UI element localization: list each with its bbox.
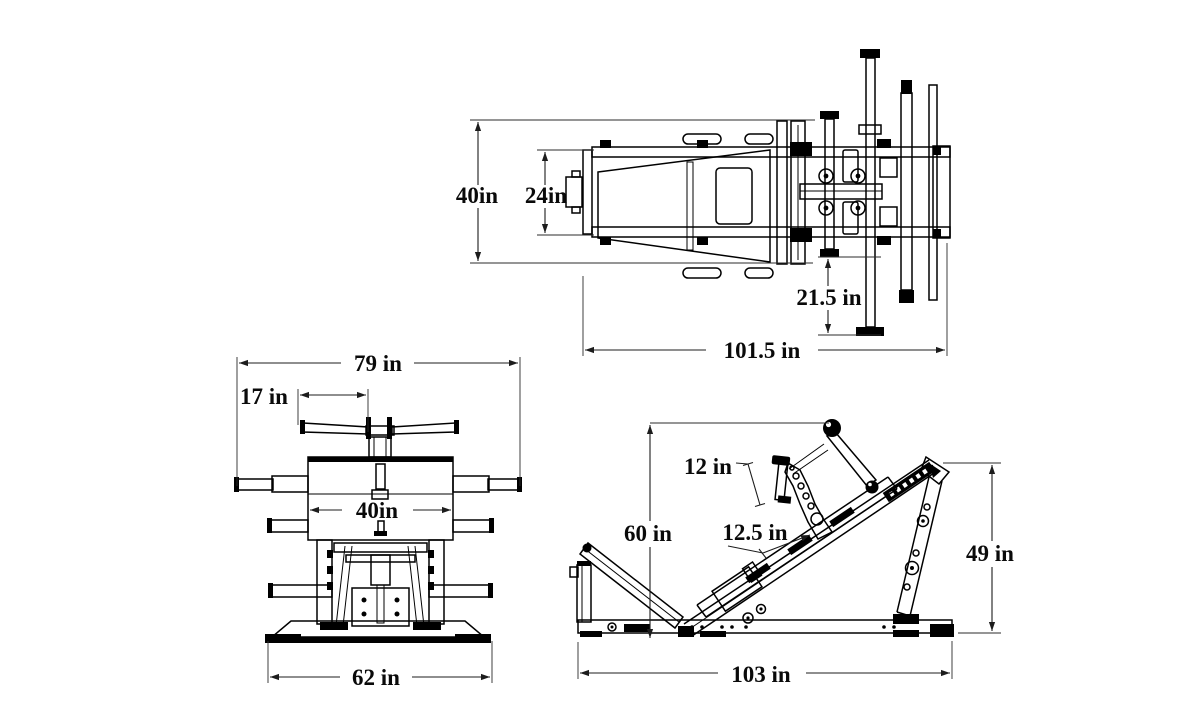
dim-label-side-handle-height: 60 in: [624, 521, 672, 546]
dim-label-side-pad-length: 12.5 in: [722, 520, 787, 545]
brand-label: [882, 461, 936, 503]
sled-carriage: [696, 476, 898, 624]
side-view-extension-lines: [577, 422, 1001, 679]
front-view-dimension-lines: [239, 359, 518, 681]
dim-label-front-overall-width: 79 in: [354, 351, 402, 376]
footplate-front: [307, 456, 454, 541]
dim-label-top-bar-extension: 21.5 in: [796, 285, 861, 310]
top-view-dimension-lines: [474, 122, 945, 354]
side-view-machine: [569, 419, 954, 637]
handlebar: [300, 417, 459, 439]
dim-label-front-footplate-width: 40in: [356, 498, 398, 523]
rear-support-strut: [893, 476, 943, 624]
front-view: 79 in 17 in 40in 62 in: [234, 351, 522, 690]
dim-label-top-overall-length: 101.5 in: [724, 338, 801, 363]
dim-label-front-handle-offset: 17 in: [240, 384, 288, 409]
dim-label-side-frame-height: 49 in: [966, 541, 1014, 566]
dim-label-side-overall-length: 103 in: [731, 662, 791, 687]
backrest-pad: [569, 541, 685, 630]
seat-pad: [715, 167, 753, 225]
dim-label-top-width-24: 24in: [525, 183, 567, 208]
release-lever: [788, 419, 879, 494]
top-view-extension-lines: [470, 119, 948, 356]
weight-bar-long: [856, 49, 884, 336]
ball-knob-icon: [823, 419, 841, 437]
front-view-machine: [234, 417, 522, 643]
dim-label-top-width-40: 40in: [456, 183, 498, 208]
side-view: 12 in 12.5 in 60 in 49 in 103 in: [569, 419, 1014, 687]
weight-horns-upper: [234, 475, 522, 493]
top-view-machine: [565, 49, 951, 336]
dim-label-side-footplate-length: 12 in: [684, 454, 732, 479]
weight-bar-front: [820, 111, 839, 257]
footplate-side: [771, 455, 834, 540]
dim-label-front-base-width: 62 in: [352, 665, 400, 690]
top-view: 40in 24in 21.5 in 101.5 in: [456, 49, 951, 363]
front-view-extension-lines: [236, 357, 521, 683]
base-rail-side: [577, 619, 954, 637]
side-view-dimension-lines: [580, 425, 996, 677]
